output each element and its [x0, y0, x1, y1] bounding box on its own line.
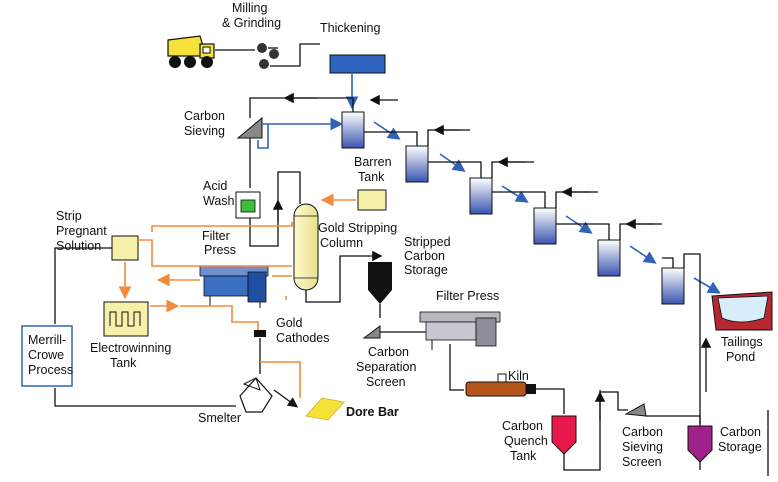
- filter-press-right-label: Filter Press: [436, 289, 499, 303]
- carbon-quench-tank: [551, 415, 577, 455]
- gold-stripping-label: Gold Stripping Column: [318, 221, 401, 250]
- smelter-icon: [239, 377, 273, 413]
- filter-press-left-icon: [199, 265, 269, 308]
- acid-wash-label: Acid Wash: [203, 179, 235, 208]
- thickening-label: Thickening: [320, 21, 380, 35]
- mill-icon: [215, 43, 320, 69]
- carbon-storage-label: Carbon Storage: [718, 425, 764, 454]
- stripped-carbon-storage: [368, 262, 392, 318]
- leach-tank-1: [341, 111, 365, 149]
- filter-press-left-label: Filter Press: [202, 229, 236, 257]
- acid-wash-tank: [235, 191, 261, 219]
- leach-tank-3: [469, 177, 493, 215]
- stripped-storage-label: Stripped Carbon Storage: [404, 235, 454, 277]
- filter-press-right-icon: [419, 311, 501, 350]
- leach-tank-2: [405, 145, 429, 183]
- dore-bar-icon: [305, 397, 345, 421]
- carbon-separation-label: Carbon Separation Screen: [356, 345, 420, 389]
- kiln-label: Kiln: [508, 369, 529, 383]
- leach-tank-4: [533, 207, 557, 245]
- carbon-sieving-bottom-label: Carbon Sieving Screen: [622, 425, 666, 469]
- leach-tank-6: [661, 267, 685, 305]
- kiln-icon: [465, 373, 536, 397]
- carbon-sieve-top: [236, 116, 263, 139]
- carbon-sieving-top-label: Carbon Sieving: [184, 109, 228, 138]
- strip-pregnant-tank: [111, 235, 139, 261]
- gold-cathodes-label: Gold Cathodes: [276, 316, 330, 345]
- tailings-pond: [711, 291, 773, 331]
- gold-stripping-column: [293, 203, 319, 291]
- merrill-crowe-label: Merrill- Crowe Process: [28, 333, 73, 377]
- haul-truck-icon: [167, 35, 215, 68]
- tailings-label: Tailings Pond: [721, 335, 766, 364]
- dore-bar-label: Dore Bar: [346, 405, 399, 419]
- carbon-quench-label: Carbon Quench Tank: [502, 419, 551, 463]
- barren-tank: [357, 189, 387, 211]
- thickener: [329, 54, 386, 74]
- merrill-crowe-box: [21, 325, 73, 387]
- leach-tank-5: [597, 239, 621, 277]
- carbon-separation-screen: [362, 325, 381, 339]
- carbon-storage-tank: [687, 425, 713, 463]
- electrowinning-label: Electrowinning Tank: [90, 341, 175, 370]
- smelter-label: Smelter: [198, 411, 241, 425]
- electrowinning-tank: [103, 301, 149, 337]
- milling-label: Milling & Grinding: [222, 1, 281, 30]
- leach-tank-cascade: [249, 92, 721, 470]
- strip-solution-label: Strip Pregnant Solution: [56, 209, 110, 253]
- carbon-sieve-bottom: [624, 403, 647, 417]
- gold-cathode-icon: [254, 330, 266, 337]
- barren-tank-label: Barren Tank: [354, 155, 395, 184]
